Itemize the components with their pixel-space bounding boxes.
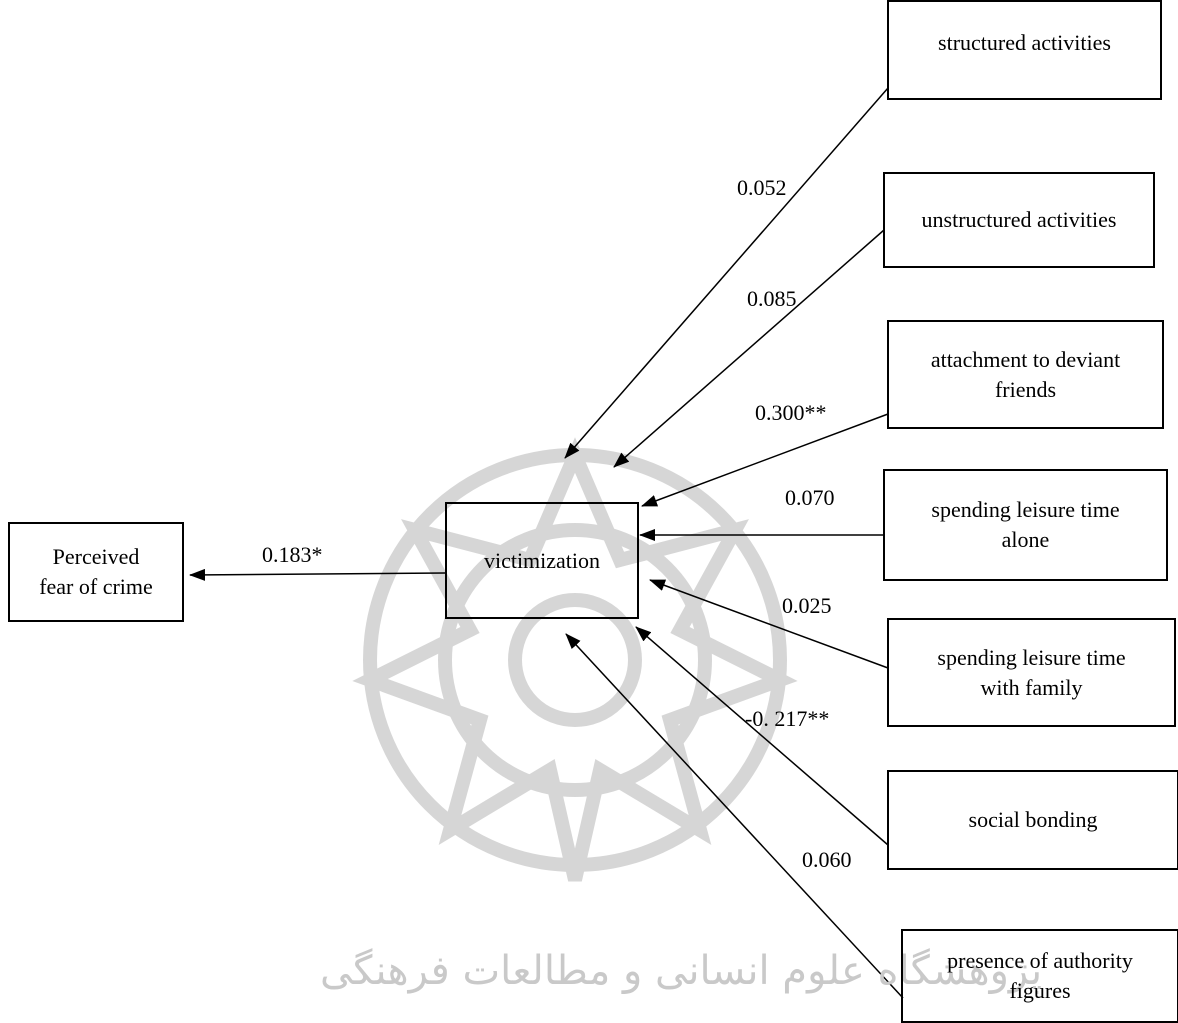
- arrow-leisure-family: [649, 579, 889, 669]
- predictor-box-leisure-family: spending leisure time with family: [887, 618, 1176, 727]
- arrow-authority-figures: [565, 633, 904, 999]
- mediator-box: victimization: [445, 502, 639, 619]
- coef-leisure-alone: 0.070: [785, 485, 835, 510]
- predictor-box-social-bonding: social bonding: [887, 770, 1178, 870]
- arrow-structured-activities: [564, 87, 889, 459]
- predictor-box-structured-activities: structured activities: [887, 0, 1162, 100]
- coef-structured-activities: 0.052: [737, 175, 787, 200]
- arrow-unstructured-activities: [613, 229, 885, 468]
- arrow-deviant-friends: [641, 413, 889, 507]
- coef-victimization-to-fear: 0.183*: [262, 542, 323, 567]
- coef-social-bonding: -0. 217**: [745, 706, 830, 731]
- arrow-victimization-to-fear: [189, 568, 446, 581]
- predictor-box-deviant-friends: attachment to deviant friends: [887, 320, 1164, 429]
- watermark-text: پژوهشگاه علوم انسانی و مطالعات فرهنگی: [320, 948, 1043, 994]
- coef-deviant-friends: 0.300**: [755, 400, 827, 425]
- predictor-box-authority-figures: presence of authority figures: [901, 929, 1178, 1023]
- arrow-social-bonding: [635, 626, 889, 846]
- predictor-box-leisure-alone: spending leisure time alone: [883, 469, 1168, 581]
- outcome-box: Perceived fear of crime: [8, 522, 184, 622]
- predictor-box-unstructured-activities: unstructured activities: [883, 172, 1155, 268]
- coef-authority-figures: 0.060: [802, 847, 852, 872]
- coef-unstructured-activities: 0.085: [747, 286, 797, 311]
- coef-leisure-family: 0.025: [782, 593, 832, 618]
